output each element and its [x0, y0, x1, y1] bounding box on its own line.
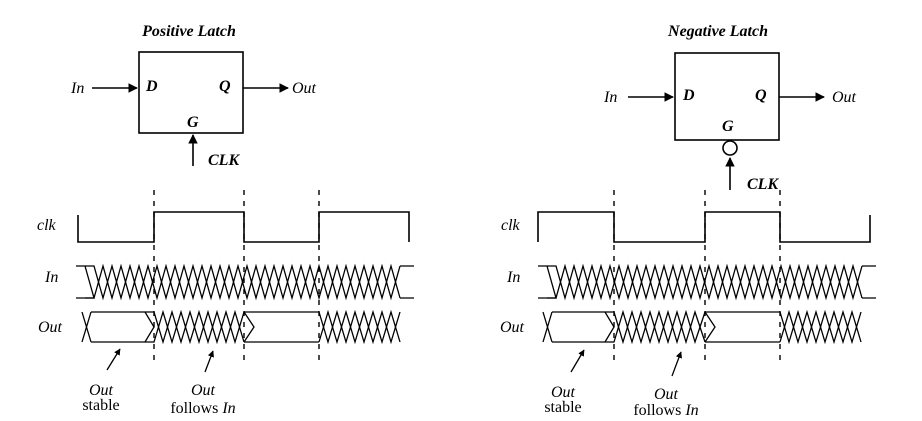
positive-input-label: In — [70, 80, 84, 97]
negative-follows-pointer — [671, 351, 682, 377]
positive-pin-g: G — [187, 114, 199, 131]
inversion-bubble — [722, 140, 738, 156]
negative-pin-d: D — [682, 87, 695, 104]
negative-out-signal-label: Out — [500, 319, 525, 336]
negative-stable-note-line1: Out — [551, 384, 576, 401]
positive-follows-note-line2: follows In — [170, 400, 235, 417]
negative-output-label: Out — [832, 89, 857, 106]
positive-latch-block — [138, 51, 244, 134]
negative-pin-g: G — [722, 118, 734, 135]
negative-input-label: In — [603, 89, 617, 106]
negative-latch-title: Negative Latch — [667, 23, 768, 40]
positive-clk-waveform — [77, 211, 410, 243]
negative-follows-note-line1: Out — [654, 386, 679, 403]
positive-clock-label: CLK — [208, 152, 240, 169]
negative-pin-q: Q — [755, 87, 767, 104]
negative-clk-signal-label: clk — [501, 217, 521, 234]
negative-follows-note-line2: follows In — [633, 402, 698, 419]
negative-stable-note-line2: stable — [544, 399, 581, 416]
positive-pin-q: Q — [219, 78, 231, 95]
positive-out-signal-label: Out — [38, 319, 63, 336]
negative-clk-waveform — [537, 211, 871, 243]
positive-stable-note-line2: stable — [82, 397, 119, 414]
negative-stable-pointer — [570, 349, 585, 373]
positive-stable-pointer — [106, 348, 121, 371]
positive-pin-d: D — [145, 78, 158, 95]
negative-in-signal-label: In — [506, 269, 520, 286]
positive-latch: Positive Latch D Q G In Out CLK clk In O… — [37, 23, 414, 417]
negative-latch: Negative Latch D Q G In Out CLK clk In O… — [500, 23, 876, 419]
positive-clk-signal-label: clk — [37, 217, 57, 234]
positive-follows-pointer — [204, 350, 214, 373]
positive-latch-title: Positive Latch — [141, 23, 236, 40]
negative-out-waveform — [542, 309, 862, 345]
positive-out-waveform — [81, 309, 401, 345]
positive-follows-note-line1: Out — [191, 382, 216, 399]
negative-in-waveform — [538, 263, 876, 301]
positive-in-waveform — [76, 263, 414, 301]
negative-clock-label: CLK — [747, 176, 779, 193]
positive-output-label: Out — [292, 80, 317, 97]
positive-in-signal-label: In — [44, 269, 58, 286]
positive-stable-note-line1: Out — [89, 382, 114, 399]
